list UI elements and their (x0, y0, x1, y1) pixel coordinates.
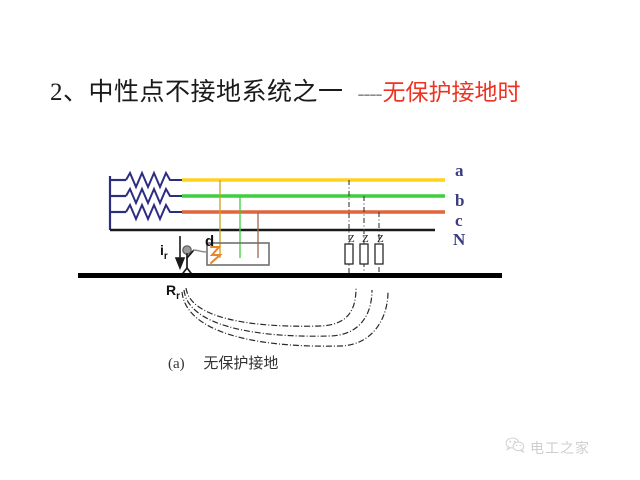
label-body-resistance-subscript: r (176, 290, 181, 302)
page-title-main: 2、中性点不接地系统之一 (50, 79, 344, 106)
impedance-box-2 (359, 243, 369, 265)
wechat-icon (505, 437, 525, 458)
earth-return-path-1 (185, 287, 357, 327)
coil-b (125, 186, 182, 206)
page-title-dashes: ---- (357, 81, 383, 105)
person-figure (179, 245, 195, 278)
impedance-label-1: Z (348, 233, 355, 245)
fault-current-arrow (174, 236, 186, 271)
figure-caption: (a) 无保护接地 (168, 356, 279, 372)
watermark-text: 电工之家 (530, 441, 590, 457)
person-arm (186, 250, 194, 259)
phase-label-n: N (453, 230, 466, 249)
earth-return-path-3 (181, 291, 389, 347)
fault-spark-icon (209, 246, 223, 264)
transformer-windings (108, 170, 182, 230)
label-fault-current-symbol: i (160, 242, 164, 258)
label-fault-current: ir (160, 243, 168, 262)
page-title: 2、中性点不接地系统之一 ---- 无保护接地时 (50, 72, 521, 108)
label-fault-point: d (205, 233, 215, 250)
label-fault-current-subscript: r (163, 250, 168, 262)
appliance-box (206, 242, 270, 266)
phase-label-a: a (455, 161, 464, 180)
label-body-resistance: Rr (166, 283, 180, 302)
contact-lead (192, 249, 208, 253)
watermark: 电工之家 (505, 437, 590, 458)
earth-return-path-2 (183, 289, 373, 337)
person-head (182, 245, 192, 255)
phase-label-b: b (455, 191, 465, 210)
earth-return-paths (181, 287, 389, 347)
impedance-box-1 (344, 243, 354, 265)
phase-label-c: c (455, 211, 463, 230)
impedance-elements (344, 243, 384, 265)
ground-bar (78, 273, 502, 278)
coil-a (125, 170, 182, 190)
label-body-resistance-symbol: R (166, 282, 177, 298)
impedance-label-2: Z (362, 233, 369, 245)
impedance-label-3: Z (377, 233, 384, 245)
page-title-accent: 无保护接地时 (382, 80, 521, 105)
coil-c (125, 202, 182, 222)
impedance-box-3 (374, 243, 384, 265)
